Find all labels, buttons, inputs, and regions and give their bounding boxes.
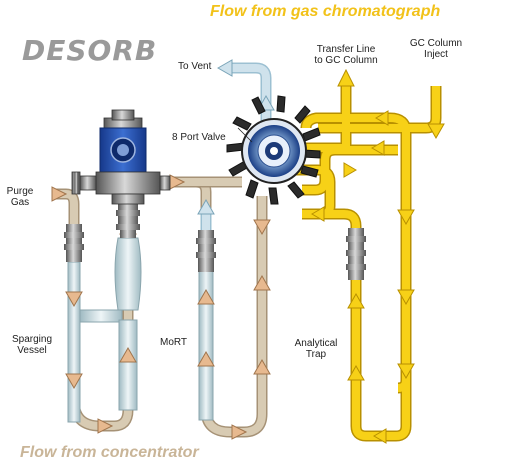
up-arrow [253,274,271,291]
purge-valve-assembly [71,109,171,205]
left-arrow [375,110,389,126]
up-arrow [347,364,365,381]
right-arrow [231,424,248,440]
fitting-mort [196,230,216,272]
left-arrow [311,206,325,222]
fitting-right-sparger [116,202,140,238]
up-arrow [119,346,137,363]
analytical-trap-label-line2: Trap [305,349,327,360]
fitting-left-sparger [64,224,84,262]
mort-label: MoRT [160,337,188,348]
gc-flow-title: Flow from gas chromatograph [210,3,441,20]
sparging-vessel-label: Sparging Vessel [4,334,60,356]
down-arrow [65,291,83,308]
concentrator-flow-paths [52,176,268,438]
down-arrow [397,363,415,380]
up-arrow [347,292,365,309]
up-arrow [197,350,215,367]
right-arrow [343,162,357,178]
eight-port-valve [226,95,321,205]
purge-gas-label-line1: Purge [6,186,34,197]
left-arrow [216,59,233,77]
fitting-trap [346,228,366,280]
purge-gas-label: Purge Gas [2,186,38,208]
left-arrow [371,140,385,156]
gc-flow-arrows [311,68,445,444]
up-arrow [253,358,271,375]
right-arrow [51,186,68,202]
gc-column-inject-label: GC Column Inject [400,38,472,60]
transfer-line-label: Transfer Line to GC Column [302,44,390,66]
purge-gas-label-line2: Gas [10,197,30,208]
up-arrow [337,68,355,87]
down-arrow [397,209,415,226]
gc-column-inject-label-line1: GC Column [409,38,463,49]
gc-flow-paths [290,86,442,442]
sparging-vessel-label-line1: Sparging [11,334,53,345]
down-arrow [397,289,415,306]
left-arrow [373,428,387,444]
to-vent-label: To Vent [178,61,212,72]
right-arrow [97,418,114,434]
sparging-vessel-label-line2: Vessel [17,345,47,356]
transfer-line-label-line2: to GC Column [314,55,378,66]
mode-title: DESORB [22,34,158,67]
concentrator-flow-arrows [51,174,271,440]
port-valve-label: 8 Port Valve [172,132,226,143]
fittings [64,202,366,280]
up-arrow [197,288,215,305]
transfer-line-label-line1: Transfer Line [316,44,376,55]
gc-column-inject-label-line2: Inject [424,49,448,60]
concentrator-flow-title: Flow from concentrator [20,444,199,461]
down-arrow [427,123,445,140]
down-arrow [253,219,271,236]
sparging-vessel [67,237,142,423]
analytical-trap-label-line1: Analytical [294,338,338,349]
up-arrow [197,198,215,215]
analytical-trap-label: Analytical Trap [284,338,348,360]
callout-lines [237,127,253,143]
vent-path [216,59,275,148]
down-arrow [65,373,83,390]
